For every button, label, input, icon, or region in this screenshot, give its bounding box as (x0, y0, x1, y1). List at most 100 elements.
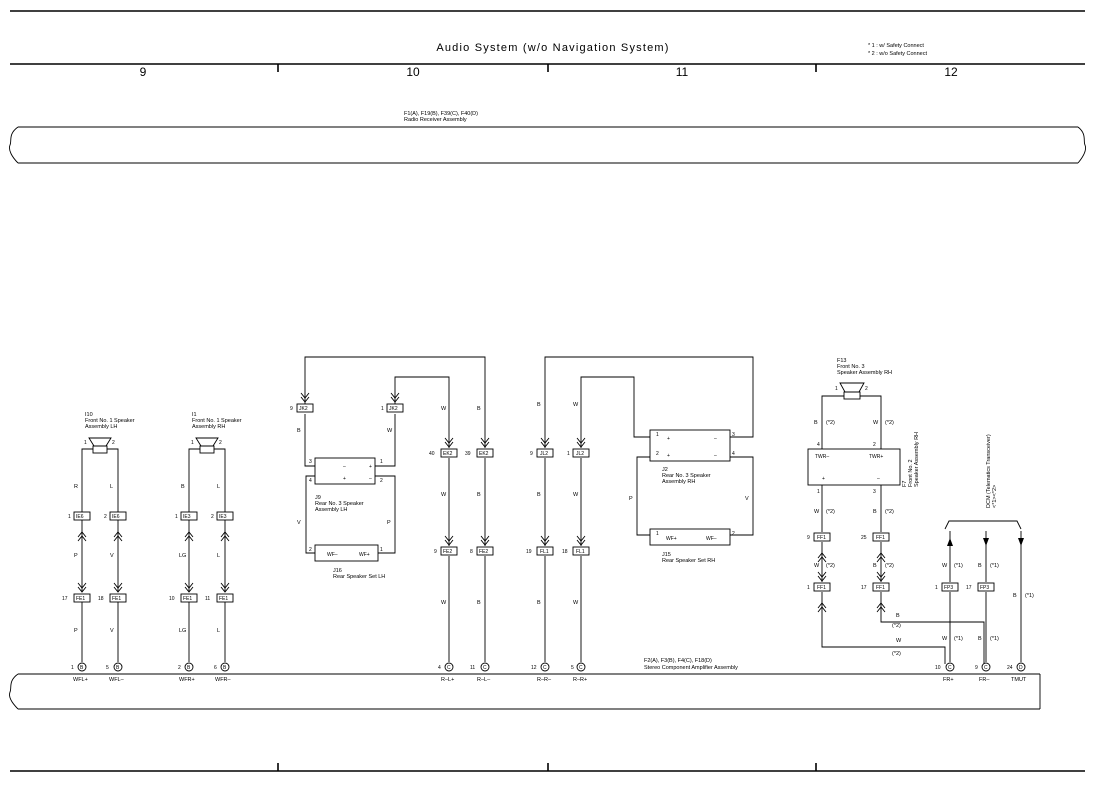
svg-text:IE3: IE3 (219, 514, 227, 520)
dcm-arrow-down (983, 538, 989, 546)
speaker-f13-id: F13 (837, 358, 846, 364)
svg-text:2: 2 (873, 442, 876, 448)
svg-text:2: 2 (732, 531, 735, 537)
svg-text:1: 1 (68, 514, 71, 520)
svg-text:FP3: FP3 (944, 585, 953, 591)
svg-text:1: 1 (175, 514, 178, 520)
speaker-i10-name: Front No. 1 Speaker (85, 418, 135, 424)
radio-receiver-connectors: F1(A), F19(B), F39(C), F40(D) (404, 111, 478, 117)
svg-text:P: P (74, 628, 78, 634)
svg-text:WF+: WF+ (666, 536, 677, 542)
svg-text:+: + (667, 436, 670, 442)
speaker-f13-name: Front No. 3 (837, 364, 865, 370)
svg-text:(*1): (*1) (990, 636, 999, 642)
svg-text:(*2): (*2) (826, 509, 835, 515)
rear-speaker-j2-box (649, 429, 731, 546)
svg-text:IE3: IE3 (183, 514, 191, 520)
svg-text:Speaker Assembly RH: Speaker Assembly RH (914, 432, 920, 487)
svg-text:JK2: JK2 (299, 406, 308, 412)
svg-text:W: W (873, 420, 879, 426)
pin-rl-minus: R–L– (477, 677, 491, 683)
svg-text:17: 17 (861, 585, 867, 591)
diagram-title: Audio System (w/o Navigation System) (436, 42, 669, 54)
svg-text:(*1): (*1) (954, 563, 963, 569)
svg-text:IE6: IE6 (76, 514, 84, 520)
svg-text:FE1: FE1 (76, 596, 85, 602)
dcm-name: DCM (Telematics Transceiver) (986, 434, 992, 508)
svg-text:W: W (387, 428, 393, 434)
svg-text:2: 2 (112, 440, 115, 446)
speaker-i1-name: Front No. 1 Speaker (192, 418, 242, 424)
connector-jk2 (296, 392, 404, 413)
svg-text:1: 1 (191, 440, 194, 446)
svg-text:B: B (896, 613, 900, 619)
svg-text:C: C (543, 665, 547, 671)
svg-text:V: V (110, 553, 114, 559)
svg-text:3: 3 (309, 459, 312, 465)
svg-text:9: 9 (807, 535, 810, 541)
svg-text:1: 1 (380, 459, 383, 465)
svg-text:FF1: FF1 (876, 535, 885, 541)
svg-text:FF1: FF1 (876, 585, 885, 591)
grid-column-10: 10 (406, 65, 420, 79)
svg-text:FL1: FL1 (576, 549, 585, 555)
speaker-j9-name: Rear No. 3 Speaker (315, 501, 364, 507)
svg-text:1: 1 (84, 440, 87, 446)
svg-text:P: P (74, 553, 78, 559)
amplifier-name: Stereo Component Amplifier Assembly (644, 665, 738, 671)
svg-text:–: – (343, 464, 346, 470)
grid-column-12: 12 (944, 65, 958, 79)
svg-text:1: 1 (380, 547, 383, 553)
speaker-f7-name: Front No. 2 (908, 459, 914, 487)
svg-text:B: B (181, 484, 185, 490)
svg-text:–: – (714, 436, 717, 442)
svg-text:FF1: FF1 (817, 535, 826, 541)
svg-text:11: 11 (205, 596, 210, 602)
svg-text:FE1: FE1 (183, 596, 192, 602)
svg-text:Assembly LH: Assembly LH (315, 507, 347, 513)
svg-text:W: W (441, 406, 447, 412)
svg-text:39: 39 (465, 451, 471, 457)
svg-text:W: W (573, 402, 579, 408)
dcm-wiring (949, 531, 1022, 662)
svg-text:D: D (1019, 665, 1023, 671)
svg-text:WF+: WF+ (359, 552, 370, 558)
svg-text:EK2: EK2 (443, 451, 453, 457)
svg-text:9: 9 (290, 406, 293, 412)
connector-ie3 (180, 511, 234, 542)
svg-text:B: B (223, 665, 227, 671)
dcm-arrow-down-2 (1018, 538, 1024, 546)
pin-wfl-minus: WFL– (109, 677, 125, 683)
svg-text:(*2): (*2) (826, 563, 835, 569)
svg-text:C: C (447, 665, 451, 671)
svg-text:C: C (984, 665, 988, 671)
svg-text:WF–: WF– (327, 552, 338, 558)
rear-speaker-j9-box (314, 457, 379, 562)
svg-text:Speaker Assembly RH: Speaker Assembly RH (837, 370, 892, 376)
svg-text:L: L (110, 484, 113, 490)
svg-text:5: 5 (106, 665, 109, 671)
connector-ie6 (73, 511, 127, 542)
connector-ff1 (813, 532, 890, 613)
svg-text:FE2: FE2 (479, 549, 488, 555)
svg-text:B: B (297, 428, 301, 434)
svg-text:1: 1 (835, 386, 838, 392)
svg-text:W: W (942, 636, 948, 642)
pin-tmut: TMUT (1011, 677, 1027, 683)
svg-text:Assembly RH: Assembly RH (662, 479, 695, 485)
svg-text:B: B (537, 600, 541, 606)
svg-text:(*1): (*1) (1025, 593, 1034, 599)
speaker-i10-id: I10 (85, 412, 93, 418)
svg-text:1: 1 (656, 531, 659, 537)
svg-text:C: C (948, 665, 952, 671)
svg-text:(*2): (*2) (885, 420, 894, 426)
svg-text:(*2): (*2) (885, 509, 894, 515)
svg-text:V: V (297, 520, 301, 526)
svg-text:W: W (814, 509, 820, 515)
rear-right-wiring (544, 356, 754, 662)
svg-text:JK2: JK2 (389, 406, 398, 412)
svg-text:JL2: JL2 (540, 451, 548, 457)
connector-fe2 (440, 535, 494, 556)
svg-text:+: + (822, 476, 825, 482)
svg-text:4: 4 (732, 451, 735, 457)
